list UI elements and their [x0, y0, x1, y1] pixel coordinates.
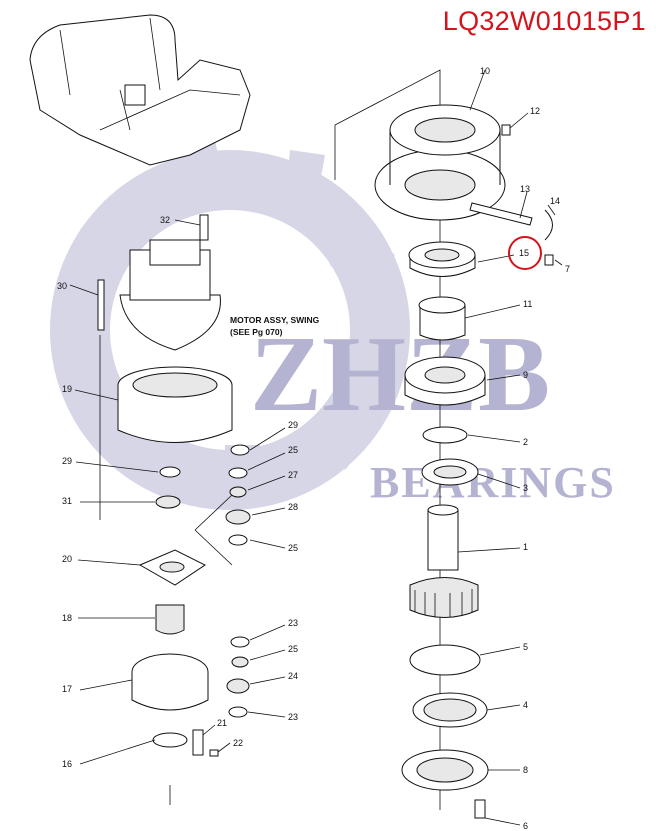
watermark-sub: BEARINGS — [370, 458, 616, 507]
callout-24: 24 — [288, 671, 298, 681]
part-27-bushing — [229, 486, 247, 498]
part-15-bearing — [408, 241, 476, 277]
part-29-ring — [159, 466, 181, 478]
part-23b-washer — [228, 706, 248, 718]
part-4-seal — [412, 692, 488, 728]
swing-motor-assy — [97, 214, 221, 351]
callout-2: 2 — [523, 437, 528, 447]
callout-12: 12 — [530, 106, 540, 116]
part-3-seal — [421, 458, 479, 486]
part-20-carrier — [138, 549, 206, 586]
callout-16: 16 — [62, 759, 72, 769]
part-16-ring — [152, 732, 188, 748]
part-13-pin — [469, 202, 533, 226]
callout-23-top: 23 — [288, 618, 298, 628]
callout-25-top: 25 — [288, 445, 298, 455]
callout-11: 11 — [523, 299, 532, 309]
motor-note-line2: (SEE Pg 070) — [230, 327, 283, 337]
part-19-ring-gear — [117, 366, 233, 443]
part-21-pin — [192, 729, 204, 756]
part-6-bolt — [474, 799, 486, 819]
leader-lines — [69, 69, 563, 826]
part-24-gear — [226, 678, 250, 694]
callout-29-left: 29 — [62, 456, 72, 466]
callout-1: 1 — [523, 542, 528, 552]
part-number-title: LQ32W01015P1 — [442, 6, 646, 36]
callout-3: 3 — [523, 483, 528, 493]
callout-20: 20 — [62, 554, 72, 564]
watermark-gear — [50, 140, 410, 510]
callout-14: 14 — [550, 196, 560, 206]
part-10-housing — [374, 104, 506, 221]
part-29b-washer — [230, 444, 250, 456]
callout-32: 32 — [160, 215, 170, 225]
part-26-washer — [228, 534, 248, 546]
callout-25-bottom: 25 — [288, 644, 298, 654]
callout-18: 18 — [62, 613, 72, 623]
callout-21: 21 — [217, 718, 227, 728]
part-18-gear — [155, 604, 185, 635]
part-23-washer — [230, 636, 250, 648]
part-11-collar-top — [418, 296, 466, 314]
callout-19: 19 — [62, 384, 72, 394]
part-17-carrier — [131, 653, 209, 711]
callout-30: 30 — [57, 281, 67, 291]
callout-31: 31 — [62, 496, 72, 506]
part-8-flange — [401, 749, 489, 791]
motor-note-line1: MOTOR ASSY, SWING — [230, 315, 320, 325]
part-31-gear — [155, 495, 181, 509]
part-7-plug — [544, 254, 554, 266]
part-1-pinion-shaft — [409, 504, 479, 618]
callout-29-right: 29 — [288, 420, 298, 430]
callout-26: 25 — [288, 543, 298, 553]
callout-5: 5 — [523, 642, 528, 652]
part-22-pin — [209, 749, 219, 757]
callout-7: 7 — [565, 264, 570, 274]
callout-4: 4 — [523, 700, 528, 710]
callout-13: 13 — [520, 184, 530, 194]
callout-23-bottom: 23 — [288, 712, 298, 722]
callout-labels: 10 12 13 14 15 7 32 30 11 9 19 29 25 27 … — [57, 66, 570, 831]
callout-15: 15 — [519, 248, 529, 258]
callout-10: 10 — [480, 66, 490, 76]
callout-22: 22 — [233, 738, 243, 748]
part-28-gear — [225, 509, 251, 525]
callout-28: 28 — [288, 502, 298, 512]
part-12-plug — [501, 124, 511, 136]
callout-27: 27 — [288, 470, 298, 480]
callout-17: 17 — [62, 684, 72, 694]
part-14-fitting — [544, 209, 553, 241]
part-9-bearing — [404, 356, 486, 406]
excavator-illustration — [29, 14, 251, 166]
part-25-washer — [228, 467, 248, 479]
callout-9: 9 — [523, 370, 528, 380]
callout-15-highlight-ring — [508, 236, 542, 270]
callout-8: 8 — [523, 765, 528, 775]
watermark-main: ZHZB — [250, 315, 550, 434]
part-5-ring — [409, 644, 481, 676]
part-2-ring — [422, 426, 468, 444]
part-25b-bushing — [231, 656, 249, 668]
callout-6: 6 — [523, 821, 528, 831]
